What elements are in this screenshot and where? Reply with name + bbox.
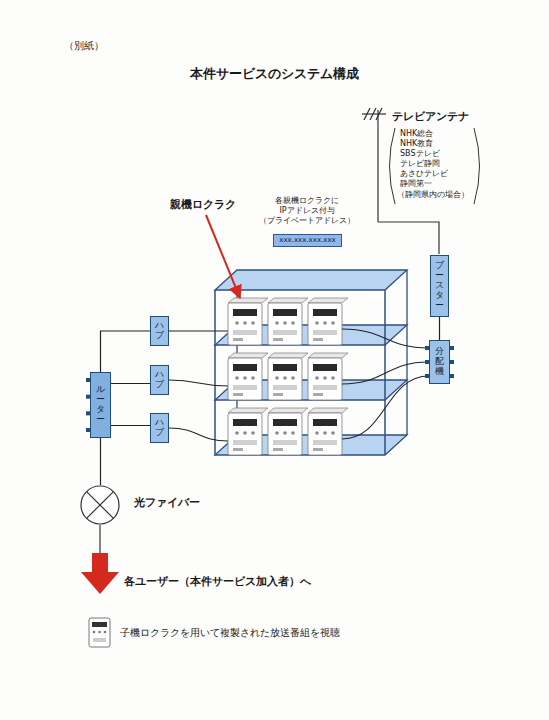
child-unit-icon	[89, 618, 110, 647]
node-text: 分配機	[435, 347, 444, 377]
hub-box: ハブ	[150, 316, 169, 346]
cable-connector	[439, 317, 440, 340]
leader-arrow	[206, 215, 240, 298]
parent-unit	[308, 353, 348, 400]
router-box: ルーター	[90, 372, 111, 438]
cable-connector	[111, 425, 150, 426]
bracket	[390, 128, 396, 204]
rack-post	[215, 290, 385, 455]
node-text: ハブ	[155, 321, 164, 341]
lan-cable	[169, 380, 228, 386]
terminal	[450, 346, 454, 350]
callout-label: 親機ロクラク	[170, 198, 236, 212]
distributor-box: 分配機	[429, 340, 450, 384]
parent-unit-group	[228, 298, 348, 455]
terminal	[450, 360, 454, 364]
channel-name: 静岡第一	[400, 179, 432, 189]
ip-note: 各親機ロクラクに IPアドレス付与 （プライベートアドレス）	[255, 196, 359, 226]
parent-unit	[268, 408, 308, 455]
fiber-line	[99, 525, 100, 553]
parent-unit	[308, 408, 348, 455]
antenna-feed-cable	[342, 362, 429, 384]
antenna-label: テレビアンテナ	[392, 110, 469, 124]
parent-unit	[228, 298, 268, 345]
parent-unit	[228, 408, 268, 455]
region-note: （静岡県内の場合）	[397, 190, 469, 200]
bracket	[474, 128, 480, 204]
lan-cable	[169, 330, 228, 331]
lan-cable	[169, 428, 228, 441]
booster-box: ブースター	[430, 255, 449, 317]
cable-connector	[101, 331, 151, 372]
parent-unit	[268, 298, 308, 345]
channel-name: NHK総合	[400, 129, 433, 139]
parent-unit	[268, 353, 308, 400]
channel-name: NHK教育	[400, 139, 433, 149]
hub-box: ハブ	[150, 413, 169, 443]
node-text: 光ファイバー	[134, 497, 200, 510]
channel-name: あさひテレビ	[400, 169, 448, 179]
node-text: ルーター	[96, 385, 105, 425]
terminal	[450, 374, 454, 378]
ip-address-bar: xxx.xxx.xxx.xxx	[273, 234, 342, 247]
cable-group	[86, 329, 454, 441]
rack	[215, 270, 407, 455]
title: 本件サービスのシステム構成	[0, 66, 549, 82]
antenna-cable	[378, 222, 439, 254]
hub-box: ハブ	[150, 365, 169, 395]
fiber-circle: 光ファイバー	[80, 485, 120, 525]
down-arrow	[81, 553, 119, 594]
channel-name: SBSテレビ	[400, 149, 440, 159]
node-text: ハブ	[155, 418, 164, 438]
node-text: ブースター	[435, 261, 444, 310]
sheet-note: （別紙）	[64, 40, 104, 53]
antenna-feed-cable	[342, 329, 429, 348]
node-text: xxx.xxx.xxx.xxx	[279, 236, 335, 244]
cable-connector	[111, 383, 150, 384]
parent-unit	[308, 298, 348, 345]
parent-unit	[228, 353, 268, 400]
antenna-feed-cable	[342, 376, 429, 439]
cable-connector	[100, 438, 101, 485]
channel-name: テレビ静岡	[400, 159, 440, 169]
tv-antenna	[362, 108, 386, 222]
node-text: ハブ	[155, 370, 164, 390]
fiber-symbol	[80, 485, 120, 525]
users-label: 各ユーザー（本件サービス加入者）へ	[124, 575, 311, 589]
viewing-note: 子機ロクラクを用いて複製された放送番組を視聴	[120, 627, 340, 640]
